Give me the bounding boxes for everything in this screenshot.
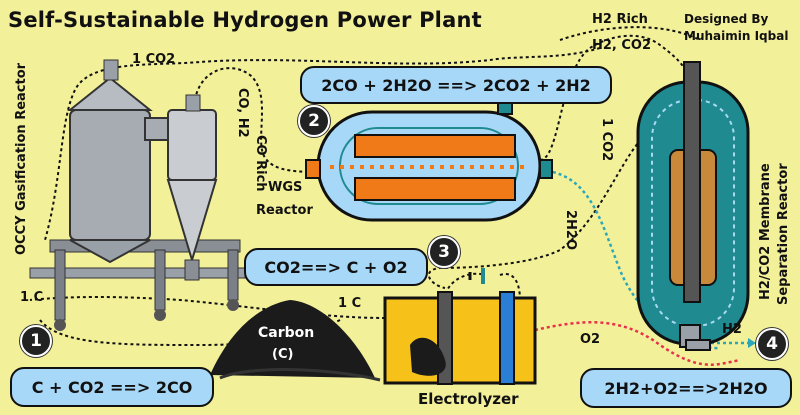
carbon-label-line-2: (C) (272, 347, 294, 362)
h2-rich-top-line (559, 26, 701, 41)
carbon-label-line-1: Carbon (258, 325, 315, 341)
occy-reactor-label: OCCY Gasification Reactor (14, 62, 29, 255)
membrane-separation-reactor (636, 61, 750, 351)
wgs-equation-box: 2CO + 2H2O ==> 2CO2 + 2H2 (300, 66, 612, 104)
credit-line-1: Designed By (684, 12, 769, 26)
flow-label-co-rich: CO Rich (253, 135, 268, 192)
carbon-to-gasifier-line (29, 296, 386, 319)
electrolyzer-wire-left (444, 272, 486, 301)
electrolyzer-label: Electrolyzer (418, 390, 519, 408)
flow-label-h2-co2: H2, CO2 (592, 38, 652, 53)
co2-to-electrolyzer-line (427, 134, 646, 289)
wgs-label-line-1: WGS (268, 180, 303, 195)
flow-label-co2-top: 1 CO2 (132, 52, 176, 67)
flow-label-carbon-left: 1 C (20, 290, 44, 305)
page-title: Self-Sustainable Hydrogen Power Plant (8, 8, 482, 32)
co-rich-line (194, 67, 319, 173)
credit-line-2: Muhaimin Iqbal (684, 29, 789, 43)
oxygen-line (534, 321, 741, 366)
h2-rich-line (539, 34, 691, 161)
membrane-label-line-2: Separation Reactor (776, 163, 791, 305)
flow-label-carbon-mid: 1 C (338, 296, 362, 311)
flow-label-h2-rich: H2 Rich (592, 12, 648, 27)
step-badge-4: 4 (756, 328, 788, 360)
wgs-label-line-2: Reactor (256, 203, 313, 218)
h2-arrow-head (748, 338, 756, 348)
occy-gasification-reactor (29, 59, 246, 331)
flow-label-h2: H2 (722, 322, 742, 337)
co2-return-line (44, 47, 601, 241)
flow-label-co2-mid: 1 CO2 (599, 118, 614, 162)
electrolyzer (383, 268, 537, 385)
step-badge-1: 1 (20, 325, 52, 357)
step-badge-2: 2 (298, 105, 330, 137)
carbon-pile (210, 300, 381, 382)
gasification-equation-box: C + CO2 ==> 2CO (10, 367, 214, 407)
flow-label-co-h2: CO, H2 (235, 88, 250, 138)
flow-label-h2o: 2H2O (563, 210, 578, 251)
combustion-equation-box: 2H2+O2==>2H2O (580, 368, 792, 408)
step-badge-3: 3 (428, 236, 460, 268)
electrolysis-equation-box: CO2==> C + O2 (244, 248, 428, 286)
membrane-label-line-1: H2/CO2 Membrane (758, 163, 773, 300)
flow-label-o2: O2 (580, 332, 601, 347)
wgs-reactor (305, 97, 553, 222)
